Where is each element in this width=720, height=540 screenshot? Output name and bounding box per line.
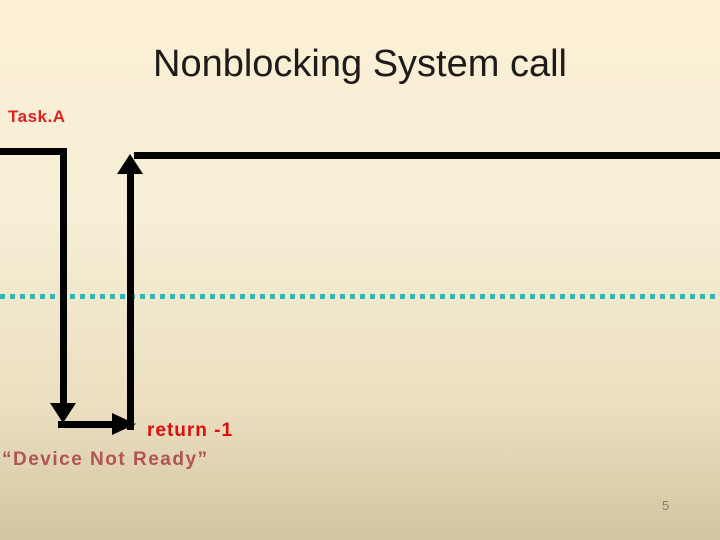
return-value-label: return -1 — [147, 420, 234, 441]
resume-up-line — [127, 172, 134, 430]
task-timeline-continue-line — [134, 152, 720, 159]
task-timeline-start-line — [0, 148, 67, 155]
down-arrow-icon — [50, 403, 76, 423]
slide-page-number: 5 — [662, 498, 670, 513]
task-a-label: Task.A — [8, 107, 66, 126]
syscall-down-line — [60, 148, 67, 406]
slide-title: Nonblocking System call — [153, 43, 567, 85]
up-arrow-icon — [117, 154, 143, 174]
device-status-label: “Device Not Ready” — [2, 449, 209, 470]
teal-dotted-time-line — [0, 294, 720, 299]
return-bottom-line — [58, 421, 114, 428]
